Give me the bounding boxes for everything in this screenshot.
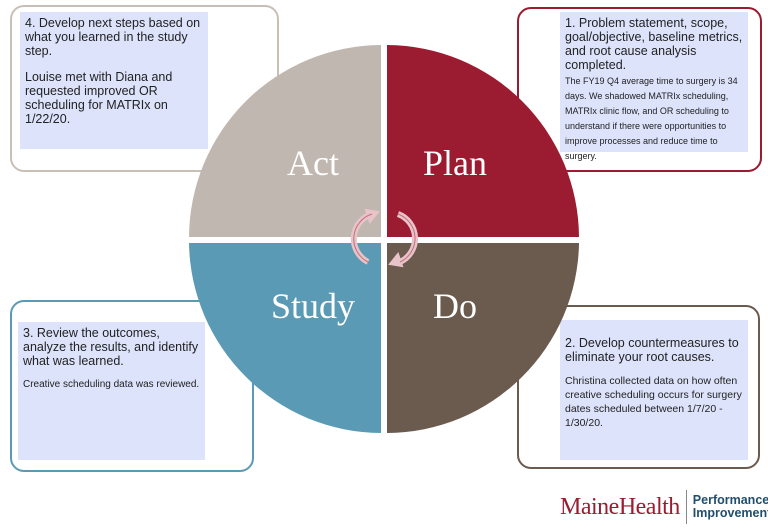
act-quadrant (189, 45, 381, 237)
do-box-content: 2. Develop countermeasures to eliminate … (560, 320, 748, 460)
logo-line2: Improvement (692, 506, 768, 520)
plan-quadrant (387, 45, 579, 237)
study-heading: 3. Review the outcomes, analyze the resu… (23, 326, 199, 368)
study-box-content: 3. Review the outcomes, analyze the resu… (18, 322, 205, 460)
act-heading: 4. Develop next steps based on what you … (25, 16, 201, 58)
do-label: Do (433, 286, 477, 326)
mainehealth-logo: MaineHealth Performance Improvement (560, 490, 768, 524)
study-quadrant (189, 243, 381, 433)
study-body: Creative scheduling data was reviewed. (23, 379, 200, 390)
logo-divider (685, 490, 687, 524)
plan-box-content: 1. Problem statement, scope, goal/object… (560, 12, 748, 161)
logo-brand: MaineHealth (560, 493, 680, 520)
act-body: Louise met with Diana and requested impr… (25, 70, 173, 126)
act-box-content: 4. Develop next steps based on what you … (20, 12, 208, 149)
plan-label: Plan (423, 143, 487, 183)
do-body: Christina collected data on how often cr… (565, 375, 742, 429)
study-label: Study (271, 286, 355, 326)
act-label: Act (287, 143, 339, 183)
plan-body: The FY19 Q4 average time to surgery is 3… (565, 76, 738, 161)
do-quadrant (387, 243, 579, 433)
logo-line1: Performance (692, 493, 768, 507)
do-heading: 2. Develop countermeasures to eliminate … (565, 336, 739, 364)
plan-heading: 1. Problem statement, scope, goal/object… (565, 16, 743, 72)
